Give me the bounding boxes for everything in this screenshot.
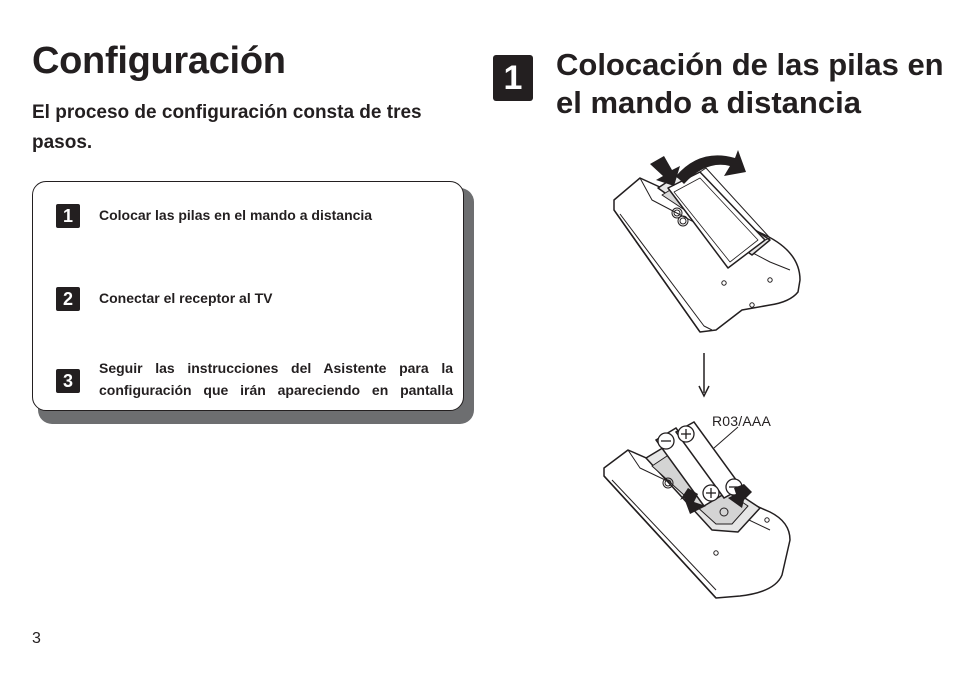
step-2-text: Conectar el receptor al TV bbox=[99, 290, 273, 306]
steps-box: 1 Colocar las pilas en el mando a distan… bbox=[32, 181, 464, 411]
step-3-number: 3 bbox=[56, 369, 80, 393]
step-1-text: Colocar las pilas en el mando a distanci… bbox=[99, 207, 373, 223]
page-title: Configuración bbox=[32, 40, 286, 82]
page-subtitle: El proceso de configuración consta de tr… bbox=[32, 102, 422, 153]
section-number: 1 bbox=[493, 55, 533, 101]
page-number: 3 bbox=[32, 630, 41, 647]
section-title: Colocación de las pilas en el mando a di… bbox=[556, 47, 944, 120]
step-3-text: Seguir las instrucciones del Asistente p… bbox=[99, 360, 453, 398]
step-2-number: 2 bbox=[56, 287, 80, 311]
battery-type-label: R03/AAA bbox=[712, 413, 771, 429]
step-1-number: 1 bbox=[56, 204, 80, 228]
